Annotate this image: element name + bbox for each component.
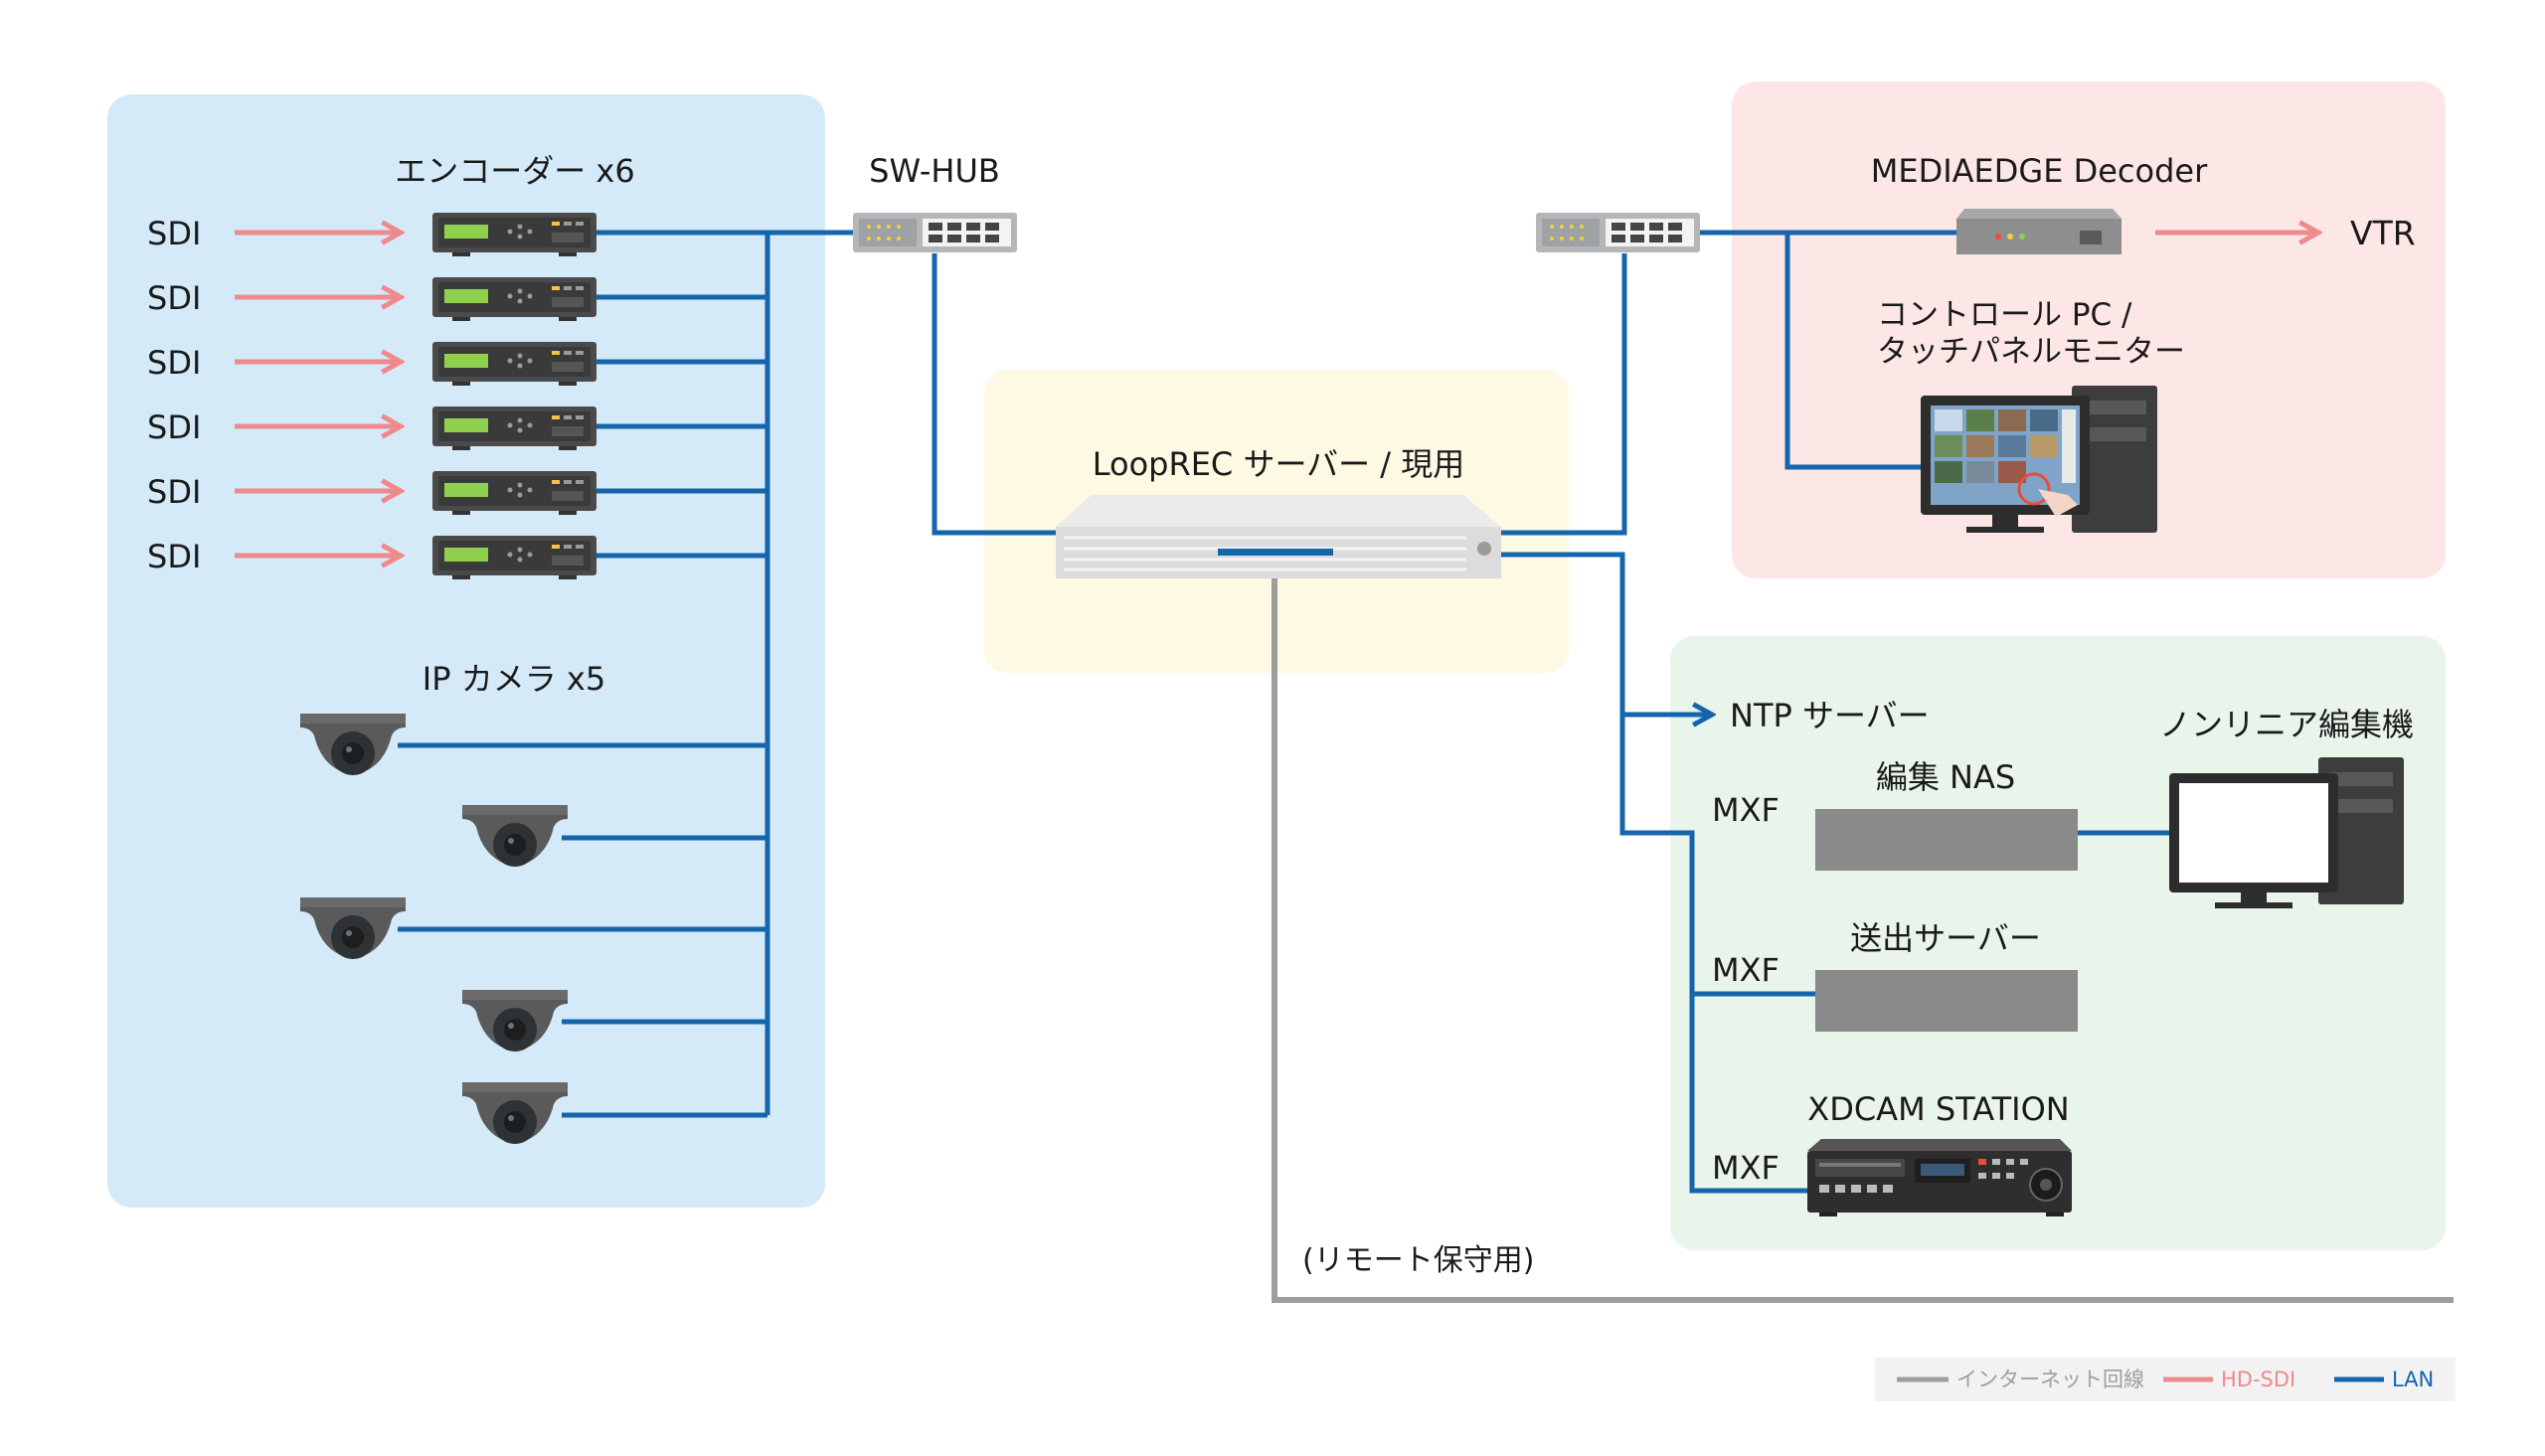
- looprec-server-icon: [1056, 495, 1501, 578]
- xdcam-label: XDCAM STATION: [1807, 1090, 2069, 1128]
- sdi-label-5: SDI: [147, 473, 201, 511]
- sdi-label-6: SDI: [147, 538, 201, 575]
- nonlinear-label: ノンリニア編集機: [2159, 706, 2414, 743]
- encoder-6: [432, 536, 596, 579]
- decoder-label: MEDIAEDGE Decoder: [1871, 152, 2208, 190]
- mxf-label-2: MXF: [1712, 951, 1780, 989]
- legend: インターネット回線 HD-SDI LAN: [1875, 1358, 2456, 1401]
- encoder-2: [432, 277, 596, 321]
- internet-line: [1272, 571, 2454, 1303]
- legend-label-internet: インターネット回線: [1956, 1368, 2144, 1391]
- edit-nas-label: 編集 NAS: [1876, 758, 2015, 796]
- encoder-5: [432, 471, 596, 515]
- control-pc-icon: [1921, 386, 2157, 533]
- sdi-label-2: SDI: [147, 279, 201, 317]
- sw-hub-label: SW-HUB: [869, 152, 1000, 190]
- sdi-label-4: SDI: [147, 408, 201, 446]
- ntp-label: NTP サーバー: [1730, 697, 1930, 734]
- xdcam-station-icon: [1807, 1139, 2072, 1216]
- legend-label-hdsdi: HD-SDI: [2221, 1368, 2295, 1391]
- edit-nas-box: [1815, 809, 2078, 871]
- send-server-box: [1815, 970, 2078, 1032]
- control-pc-label-2: タッチパネルモニター: [1877, 334, 2185, 370]
- sdi-label-3: SDI: [147, 344, 201, 382]
- nonlinear-pc-icon: [2169, 757, 2404, 908]
- sw-hub-right-icon: [1536, 213, 1700, 252]
- sdi-arrows: [235, 233, 401, 556]
- encoder-1: [432, 213, 596, 256]
- server-label: LoopREC サーバー / 現用: [1093, 445, 1465, 483]
- lan-lines: [398, 230, 2169, 1194]
- mediaedge-decoder-icon: [1956, 209, 2121, 254]
- mxf-label-1: MXF: [1712, 791, 1780, 829]
- legend-label-lan: LAN: [2392, 1368, 2434, 1391]
- decoder-zone: [1732, 81, 2446, 578]
- ip-camera-title: IP カメラ x5: [423, 660, 605, 698]
- sw-hub-left-icon: [853, 213, 1017, 252]
- remote-label: (リモート保守用): [1302, 1243, 1534, 1278]
- vtr-label: VTR: [2350, 214, 2416, 252]
- encoder-zone: [107, 94, 825, 1208]
- encoder-4: [432, 406, 596, 450]
- sdi-label-1: SDI: [147, 215, 201, 252]
- encoder-3: [432, 342, 596, 386]
- encoder-title: エンコーダー x6: [395, 152, 634, 190]
- control-pc-label-1: コントロール PC /: [1877, 297, 2132, 333]
- send-server-label: 送出サーバー: [1850, 919, 2041, 957]
- mxf-label-3: MXF: [1712, 1149, 1780, 1187]
